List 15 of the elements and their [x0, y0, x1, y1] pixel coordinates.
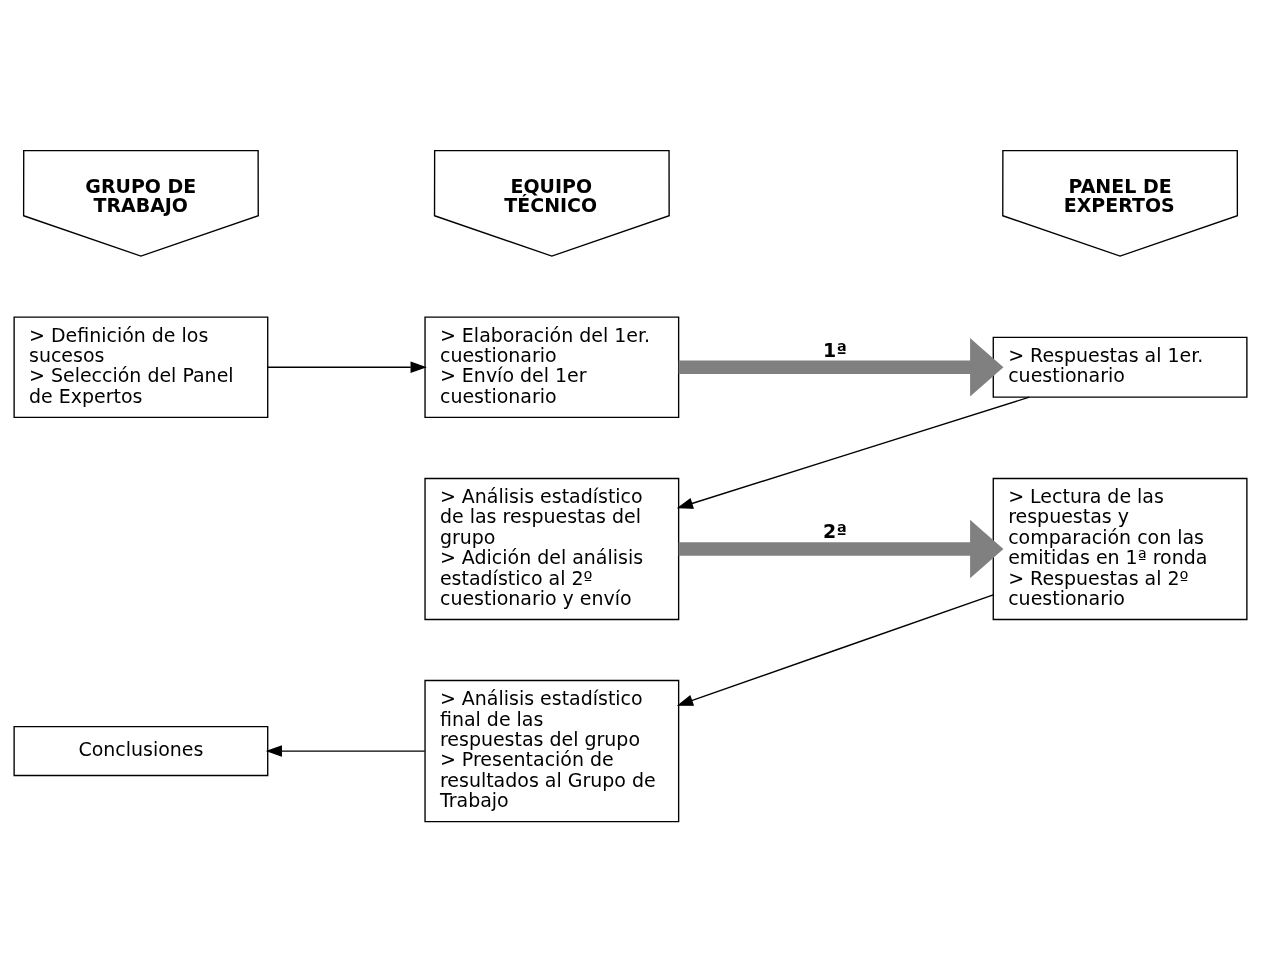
edge-label: 2ª [823, 519, 847, 542]
edge-label: 1ª [823, 338, 847, 361]
node-box: > Definición de los sucesos > Selección del Panel de Expertos [13, 315, 269, 418]
node-box: > Análisis estadístico de las respuestas del grupo > Adición del análisis estadístico al 2º cuestionario y envío [424, 477, 680, 620]
arrow [267, 361, 427, 373]
node-box: Conclusiones [13, 725, 269, 776]
arrow [678, 519, 1004, 578]
arrow [678, 337, 1004, 396]
node-box: > Respuestas al 1er. cuestionario [992, 336, 1248, 398]
arrow [676, 593, 994, 706]
arrow [676, 396, 1031, 509]
node-box: > Lectura de las respuestas y comparación con las emitidas en 1ª ronda > Respuestas al 2º cuestionario [992, 477, 1248, 620]
arrow [265, 744, 426, 757]
node-box: > Análisis estadístico final de las respuestas del grupo > Presentación de resultados al Grupo de Trabajo [424, 679, 680, 822]
node-box: > Elaboración del 1er. cuestionario > Envío del 1er cuestionario [424, 315, 680, 418]
